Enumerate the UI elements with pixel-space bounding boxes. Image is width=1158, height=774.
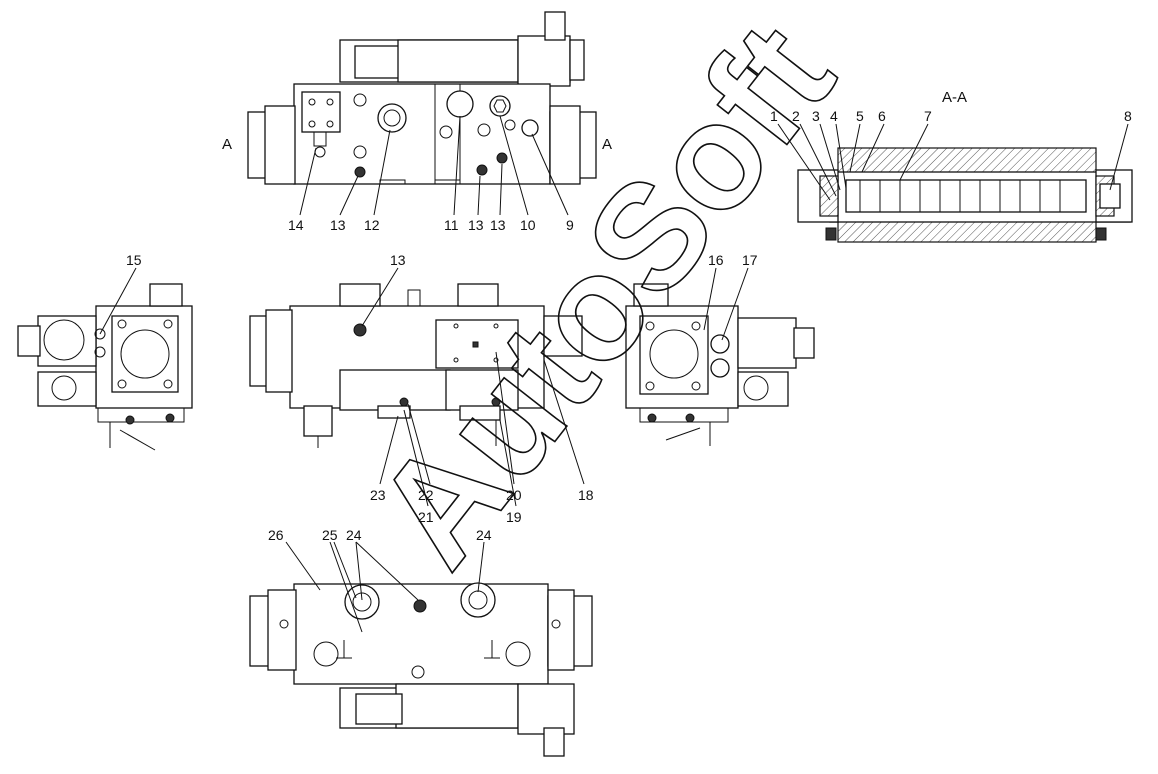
view-mark-left: A bbox=[222, 136, 232, 153]
callout-13c: 13 bbox=[490, 217, 506, 233]
callout-18: 18 bbox=[578, 487, 594, 503]
left-side-view bbox=[17, 283, 193, 451]
top-view bbox=[247, 11, 597, 185]
callout-16: 16 bbox=[708, 252, 724, 268]
callout-13a: 13 bbox=[330, 217, 346, 233]
callout-19: 19 bbox=[506, 509, 522, 525]
callout-5: 5 bbox=[856, 108, 864, 124]
callout-2: 2 bbox=[792, 108, 800, 124]
callout-22: 22 bbox=[418, 487, 434, 503]
callout-11: 11 bbox=[444, 217, 459, 233]
callout-24a: 24 bbox=[346, 527, 362, 543]
callout-26: 26 bbox=[268, 527, 284, 543]
callout-23: 23 bbox=[370, 487, 386, 503]
callout-4: 4 bbox=[830, 108, 838, 124]
callout-20: 20 bbox=[506, 487, 522, 503]
callout-14: 14 bbox=[288, 217, 304, 233]
callout-6: 6 bbox=[878, 108, 886, 124]
right-side-view bbox=[625, 283, 815, 446]
front-view bbox=[249, 283, 583, 448]
bottom-view bbox=[249, 582, 593, 757]
callout-12: 12 bbox=[364, 217, 380, 233]
callout-3: 3 bbox=[812, 108, 820, 124]
view-mark-right: A bbox=[602, 136, 612, 153]
callout-13b: 13 bbox=[468, 217, 484, 233]
callout-17: 17 bbox=[742, 252, 758, 268]
section-a-a bbox=[797, 147, 1133, 243]
callouts: 1 2 3 4 5 6 7 8 9 10 11 12 13 13 13 13 1… bbox=[126, 108, 1132, 543]
leader-lines bbox=[99, 115, 1129, 633]
section-title: A-A bbox=[942, 89, 967, 106]
callout-8: 8 bbox=[1124, 108, 1132, 124]
callout-1: 1 bbox=[770, 108, 778, 124]
callout-9: 9 bbox=[566, 217, 574, 233]
callout-7: 7 bbox=[924, 108, 932, 124]
callout-10: 10 bbox=[520, 217, 536, 233]
callout-21: 21 bbox=[418, 509, 434, 525]
callout-25: 25 bbox=[322, 527, 338, 543]
callout-24b: 24 bbox=[476, 527, 492, 543]
callout-13d: 13 bbox=[390, 252, 406, 268]
callout-15: 15 bbox=[126, 252, 142, 268]
